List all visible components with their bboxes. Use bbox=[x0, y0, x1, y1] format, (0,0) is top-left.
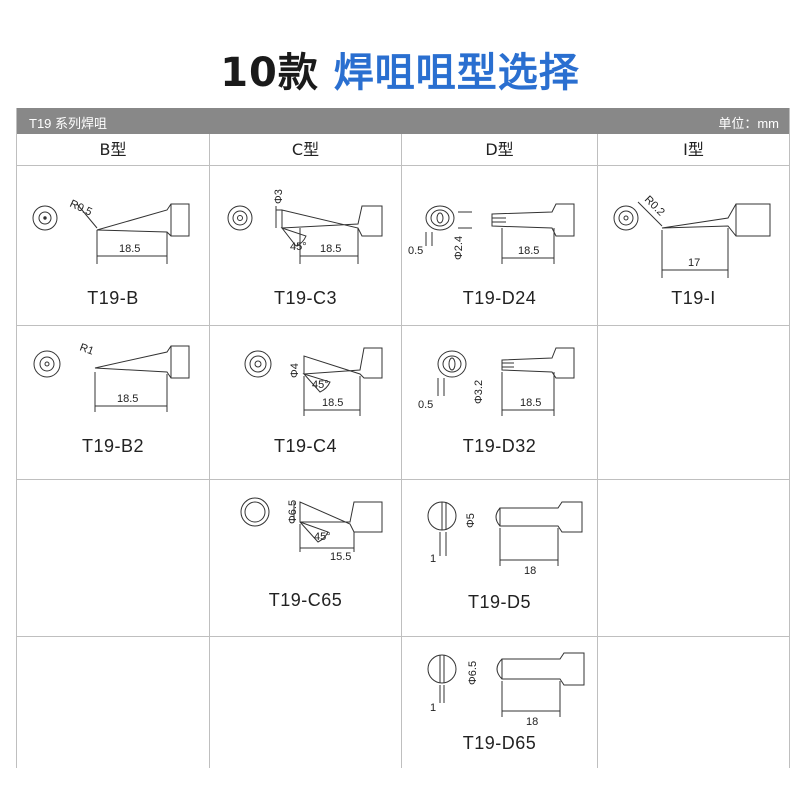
tip-cell-d65: 1 Φ6.5 18 T19-D65 bbox=[402, 637, 598, 768]
tip-diagram-d24: 0.5 Φ2.4 18.5 bbox=[408, 203, 575, 264]
tip-diagram-b2: R1 18.5 bbox=[33, 342, 190, 412]
dim-width: 0.5 bbox=[408, 245, 423, 257]
tip-diagram-d65: 1 Φ6.5 18 bbox=[427, 652, 585, 728]
tip-cell-d24: 0.5 Φ2.4 18.5 T19-D24 bbox=[402, 166, 598, 326]
dim-radius: R0.5 bbox=[68, 198, 94, 219]
tip-label: T19-D32 bbox=[462, 436, 537, 456]
tip-cell-empty-r2 bbox=[598, 326, 789, 480]
tip-diagram-i: R0.2 17 bbox=[613, 194, 771, 278]
dim-diameter: Φ6.5 bbox=[467, 661, 479, 685]
table-header-bar: T19 系列焊咀 单位：mm bbox=[17, 108, 789, 134]
dim-length: 17 bbox=[688, 257, 700, 269]
tip-cell-c4: Φ4 45° 18.5 T19-C4 bbox=[210, 326, 402, 480]
unit-label: 单位：mm bbox=[718, 116, 779, 131]
tip-cell-b2: R1 18.5 T19-B2 bbox=[17, 326, 210, 480]
dim-diameter: Φ4 bbox=[289, 363, 301, 378]
tip-cell-empty-r4-i bbox=[598, 637, 789, 768]
dim-length: 18.5 bbox=[322, 397, 343, 409]
tip-label: T19-C65 bbox=[268, 590, 343, 610]
tip-diagram-d32: 0.5 Φ3.2 18.5 bbox=[418, 347, 575, 416]
title-count: 10款 bbox=[220, 50, 319, 96]
dim-width: 0.5 bbox=[418, 399, 433, 411]
dim-length: 18.5 bbox=[320, 243, 341, 255]
dim-length: 18 bbox=[524, 565, 536, 577]
tip-label: T19-I bbox=[671, 288, 716, 308]
tip-cell-empty-r3-b bbox=[17, 480, 210, 637]
tip-diagram-d5: 1 Φ5 18 bbox=[427, 501, 583, 577]
dim-length: 18 bbox=[526, 716, 538, 728]
tip-label: T19-D24 bbox=[462, 288, 537, 308]
tip-label: T19-C4 bbox=[273, 436, 338, 456]
tip-selection-table: T19 系列焊咀 单位：mm B型 C型 D型 I型 R0.5 18.5 T19… bbox=[16, 108, 790, 768]
dim-width: 1 bbox=[430, 702, 436, 714]
dim-angle: 45° bbox=[314, 531, 331, 543]
page-title: 10款 焊咀咀型选择 bbox=[0, 40, 800, 98]
tip-label: T19-D5 bbox=[467, 592, 532, 612]
dim-diameter: Φ2.4 bbox=[453, 236, 465, 260]
tip-diagram-c3: Φ3 45° 18.5 bbox=[227, 189, 383, 264]
tip-cell-c65: Φ6.5 45° 15.5 T19-C65 bbox=[210, 480, 402, 637]
tip-cell-empty-r3-i bbox=[598, 480, 789, 637]
tip-label: T19-C3 bbox=[273, 288, 338, 308]
tip-cell-c3: Φ3 45° 18.5 T19-C3 bbox=[210, 166, 402, 326]
tip-cell-empty-r4-c bbox=[210, 637, 402, 768]
tip-cell-d5: 1 Φ5 18 T19-D5 bbox=[402, 480, 598, 637]
dim-diameter: Φ5 bbox=[465, 513, 477, 528]
dim-angle: 45° bbox=[312, 379, 329, 391]
dim-length: 18.5 bbox=[119, 243, 140, 255]
tip-label: T19-B2 bbox=[81, 436, 145, 456]
dim-radius: R1 bbox=[78, 342, 95, 358]
dim-length: 18.5 bbox=[117, 393, 138, 405]
dim-length: 18.5 bbox=[518, 245, 539, 257]
column-header-c: C型 bbox=[210, 134, 402, 166]
column-header-i: I型 bbox=[598, 134, 789, 166]
dim-diameter: Φ3 bbox=[273, 189, 285, 204]
tip-diagram-c65: Φ6.5 45° 15.5 bbox=[240, 497, 383, 563]
dim-radius: R0.2 bbox=[642, 194, 667, 219]
series-name: T19 系列焊咀 bbox=[29, 116, 108, 131]
dim-diameter: Φ6.5 bbox=[287, 500, 299, 524]
column-header-d: D型 bbox=[402, 134, 598, 166]
dim-width: 1 bbox=[430, 553, 436, 565]
tip-cell-d32: 0.5 Φ3.2 18.5 T19-D32 bbox=[402, 326, 598, 480]
dim-angle: 45° bbox=[290, 241, 307, 253]
column-header-b: B型 bbox=[17, 134, 210, 166]
dim-length: 18.5 bbox=[520, 397, 541, 409]
dim-length: 15.5 bbox=[330, 551, 351, 563]
tip-cell-b: R0.5 18.5 T19-B bbox=[17, 166, 210, 326]
dim-diameter: Φ3.2 bbox=[473, 380, 485, 404]
tip-cell-empty-r4-b bbox=[17, 637, 210, 768]
tip-label: T19-B bbox=[87, 288, 139, 308]
tip-cell-i: R0.2 17 T19-I bbox=[598, 166, 789, 326]
tip-label: T19-D65 bbox=[462, 733, 537, 753]
tip-diagram-c4: Φ4 45° 18.5 bbox=[244, 347, 383, 416]
title-highlight: 焊咀咀型选择 bbox=[333, 50, 580, 96]
tip-diagram-b: R0.5 18.5 bbox=[32, 198, 190, 264]
